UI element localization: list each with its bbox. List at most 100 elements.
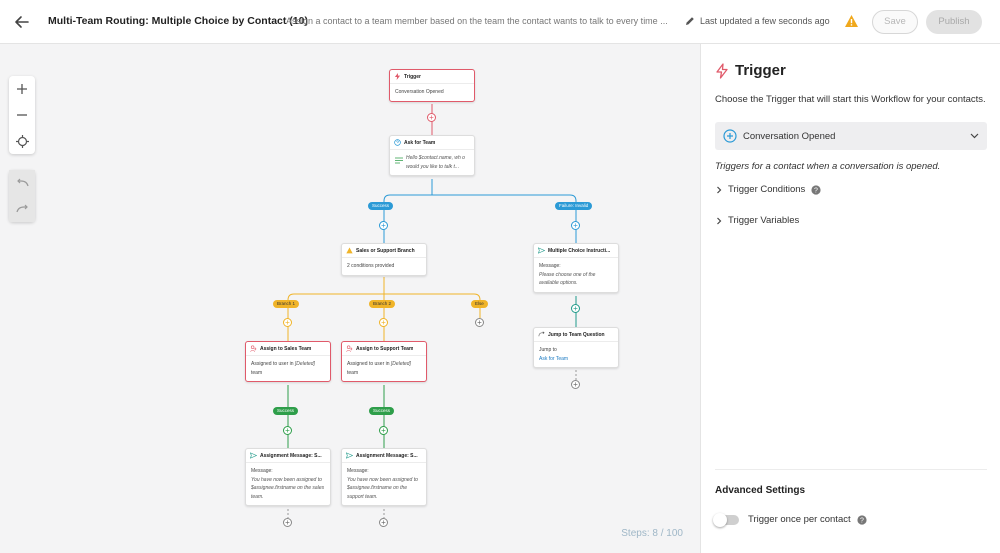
add-step-button[interactable]: + — [379, 518, 388, 527]
zoom-out-button[interactable] — [9, 102, 35, 128]
arrow-left-icon[interactable] — [12, 12, 32, 32]
history-controls — [9, 170, 35, 222]
add-step-button[interactable]: + — [379, 221, 388, 230]
node-assignment-message-sales[interactable]: Assignment Message: S... Message: You ha… — [245, 448, 331, 506]
send-icon — [346, 452, 353, 459]
minus-icon — [17, 114, 27, 116]
trigger-once-setting: Trigger once per contact ? — [713, 512, 867, 527]
panel-title: Trigger — [715, 62, 786, 79]
add-step-button[interactable]: + — [283, 318, 292, 327]
edge-label-success: Success — [369, 407, 395, 415]
add-step-button[interactable]: + — [475, 318, 484, 327]
node-trigger[interactable]: Trigger Conversation Opened — [389, 69, 475, 102]
add-step-button[interactable]: + — [283, 518, 292, 527]
warning-triangle-icon[interactable] — [844, 14, 859, 28]
node-body: Assigned to user in [Deleted] team — [246, 356, 330, 381]
node-assign-support[interactable]: Assign to Support Team Assigned to user … — [341, 341, 427, 382]
plus-icon — [17, 84, 27, 94]
trigger-once-toggle[interactable] — [713, 512, 739, 527]
trigger-select-value: Conversation Opened — [743, 130, 836, 142]
deleted-team-label: [Deleted] — [294, 361, 315, 367]
node-header: Jump to Team Question — [534, 328, 618, 342]
chat-plus-icon — [723, 129, 737, 143]
node-ask-for-team[interactable]: Ask for Team Hello $contact.name, wh o w… — [389, 135, 475, 176]
node-title: Assign to Support Team — [356, 345, 414, 352]
node-header: Assignment Message: S... — [246, 449, 330, 463]
node-header: Multiple Choice Instructi... — [534, 244, 618, 258]
panel-title-text: Trigger — [735, 62, 786, 79]
message-lines-icon — [395, 154, 403, 171]
trigger-variables-toggle[interactable]: Trigger Variables — [715, 215, 799, 226]
node-body: Message: You have now been assigned to $… — [246, 463, 330, 505]
node-title: Assign to Sales Team — [260, 345, 312, 352]
steps-value: 8 / 100 — [652, 528, 683, 539]
add-step-button[interactable]: + — [427, 113, 436, 122]
panel-description: Choose the Trigger that will start this … — [715, 94, 986, 105]
zoom-in-button[interactable] — [9, 76, 35, 102]
workflow-description: Assign a contact to a team member based … — [286, 16, 668, 26]
add-step-button[interactable]: + — [283, 426, 292, 435]
jump-target-link[interactable]: Ask for Team — [539, 355, 569, 362]
chevron-down-icon — [970, 133, 979, 139]
workflow-canvas[interactable]: Trigger Conversation Opened + Ask for Te… — [0, 44, 700, 553]
node-header: Sales or Support Branch — [342, 244, 426, 258]
center-view-button[interactable] — [9, 128, 35, 154]
message-preview: Please choose one of the available optio… — [539, 271, 596, 287]
node-body: Assigned to user in [Deleted] team — [342, 356, 426, 381]
add-step-button[interactable]: + — [379, 426, 388, 435]
publish-button[interactable]: Publish — [926, 10, 982, 34]
crosshair-icon — [15, 134, 29, 148]
trigger-conditions-toggle[interactable]: Trigger Conditions ? — [715, 184, 821, 195]
add-step-button[interactable]: + — [571, 304, 580, 313]
node-header: Assignment Message: S... — [342, 449, 426, 463]
help-icon[interactable]: ? — [811, 184, 821, 195]
save-button[interactable]: Save — [872, 10, 918, 34]
send-icon — [250, 452, 257, 459]
message-label: Message: — [251, 468, 273, 474]
workflow-title: Multi-Team Routing: Multiple Choice by C… — [48, 15, 308, 27]
jump-label: Jump to — [539, 347, 557, 353]
node-jump-to-team[interactable]: Jump to Team Question Jump to Ask for Te… — [533, 327, 619, 368]
redo-button[interactable] — [9, 196, 35, 222]
jump-icon — [538, 331, 545, 337]
advanced-settings-heading: Advanced Settings — [715, 485, 806, 496]
node-body: Jump to Ask for Team — [534, 342, 618, 367]
message-preview: You have now been assigned to $assignee.… — [347, 476, 418, 500]
node-multiple-choice[interactable]: Multiple Choice Instructi... Message: Pl… — [533, 243, 619, 293]
header-bar: Multi-Team Routing: Multiple Choice by C… — [0, 0, 1000, 44]
undo-button[interactable] — [9, 170, 35, 196]
help-icon[interactable]: ? — [857, 514, 867, 525]
lightning-icon — [394, 73, 401, 80]
node-title: Assignment Message: S... — [260, 452, 322, 459]
edge-label-success: Success — [368, 202, 394, 210]
node-assign-sales[interactable]: Assign to Sales Team Assigned to user in… — [245, 341, 331, 382]
trigger-hint: Triggers for a contact when a conversati… — [715, 161, 941, 172]
node-assignment-message-support[interactable]: Assignment Message: S... Message: You ha… — [341, 448, 427, 506]
add-step-button[interactable]: + — [379, 318, 388, 327]
pencil-icon[interactable] — [684, 15, 696, 27]
divider — [715, 469, 987, 470]
node-sales-support-branch[interactable]: Sales or Support Branch 2 conditions pro… — [341, 243, 427, 276]
node-title: Trigger — [404, 73, 421, 80]
edge-label-success: Success — [273, 407, 299, 415]
trigger-once-label: Trigger once per contact — [748, 514, 851, 525]
message-label: Message: — [539, 263, 561, 269]
send-icon — [538, 247, 545, 254]
connector-lines — [287, 104, 577, 518]
message-preview: Hello $contact.name, wh o would you like… — [406, 155, 465, 170]
node-header: Trigger — [390, 70, 474, 84]
steps-label: Steps: — [621, 528, 650, 539]
trigger-select[interactable]: Conversation Opened — [715, 122, 987, 150]
trigger-conditions-label: Trigger Conditions — [728, 184, 806, 195]
node-header: Ask for Team — [390, 136, 474, 150]
add-step-button[interactable]: + — [571, 221, 580, 230]
edge-label-failure: Failure: Invalid — [555, 202, 593, 210]
node-body: Hello $contact.name, wh o would you like… — [390, 150, 474, 175]
branch-warning-icon — [346, 247, 353, 254]
node-header: Assign to Sales Team — [246, 342, 330, 356]
assign-text: Assigned to user in — [347, 361, 390, 367]
add-step-button[interactable]: + — [571, 380, 580, 389]
user-assign-icon — [346, 345, 353, 352]
node-title: Multiple Choice Instructi... — [548, 247, 611, 254]
deleted-team-label: [Deleted] — [390, 361, 411, 367]
